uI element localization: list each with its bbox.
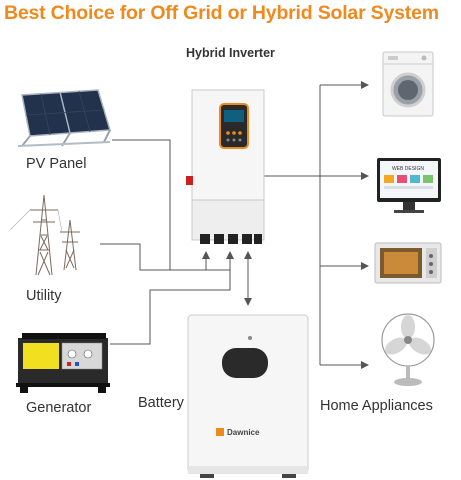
battery-brand: Dawnice [227,428,260,437]
connection-lines [100,81,369,369]
utility-label: Utility [26,288,62,304]
fan-image [381,313,435,386]
battery-image: Dawnice [187,314,309,478]
battery-label: Battery [138,395,184,411]
washing-machine-image [382,51,434,117]
utility-to-inverter-line [100,243,234,271]
pv-panel-image [17,89,111,147]
generator-label: Generator [26,400,92,416]
monitor-text: WEB DESIGN [392,166,424,172]
utility-towers-image [9,194,80,276]
inverter-image [186,89,265,244]
inverter-label: Hybrid Inverter [186,46,275,60]
pv-panel-label: PV Panel [26,156,87,172]
generator-to-inverter-line [110,270,231,345]
monitor-image: WEB DESIGN [377,158,441,213]
microwave-image [374,242,442,284]
page-title: Best Choice for Off Grid or Hybrid Solar… [4,2,439,24]
home-appliances-label: Home Appliances [320,398,433,414]
generator-image [16,333,110,393]
